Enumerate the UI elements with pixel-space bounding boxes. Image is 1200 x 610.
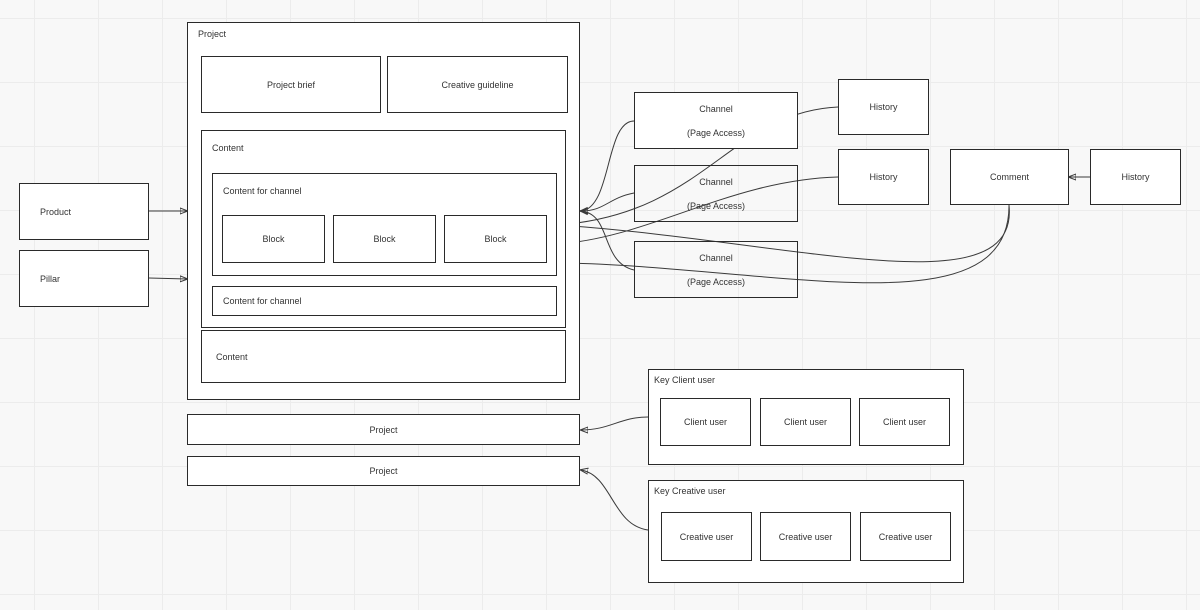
edge-pillar-to-project xyxy=(148,278,187,279)
project-brief[interactable]: Project brief xyxy=(201,56,381,113)
channel-2[interactable]: Channel (Page Access) xyxy=(634,165,798,222)
creative-user-2-label: Creative user xyxy=(778,531,833,542)
project-brief-label: Project brief xyxy=(266,79,316,90)
edge-channel3-to-content xyxy=(581,211,635,271)
block-2[interactable]: Block xyxy=(333,215,436,263)
history-2[interactable]: History xyxy=(838,149,929,205)
history-1-label: History xyxy=(869,102,898,112)
key-creative-user-title: Key Creative user xyxy=(654,486,726,496)
block-3-label: Block xyxy=(484,234,507,244)
edge-keycreative-to-project xyxy=(581,470,649,531)
channel-1[interactable]: Channel (Page Access) xyxy=(634,92,798,149)
client-user-1-label: Client user xyxy=(683,417,728,427)
project-row-2-label: Project xyxy=(369,466,398,476)
channel-3-text: Channel (Page Access) xyxy=(687,240,745,300)
product-label: Product xyxy=(40,206,72,217)
project-row-1-label: Project xyxy=(369,424,398,435)
block-3[interactable]: Block xyxy=(444,215,547,263)
channel-3-line2: (Page Access) xyxy=(686,276,746,287)
project-row-2[interactable]: Project xyxy=(187,456,580,486)
client-user-2-label: Client user xyxy=(783,417,828,427)
content-for-channel-1-label: Content for channel xyxy=(223,186,302,196)
client-user-3[interactable]: Client user xyxy=(859,398,950,446)
history-3[interactable]: History xyxy=(1090,149,1181,205)
creative-user-3-label: Creative user xyxy=(878,531,933,542)
key-client-user-title: Key Client user xyxy=(654,375,716,385)
channel-2-text: Channel (Page Access) xyxy=(687,164,745,224)
channel-2-line2: (Page Access) xyxy=(686,200,746,211)
project-title: Project xyxy=(198,29,227,39)
creative-guideline[interactable]: Creative guideline xyxy=(387,56,568,113)
history-1[interactable]: History xyxy=(838,79,929,135)
creative-user-1-label: Creative user xyxy=(679,531,734,542)
content-2-label: Content xyxy=(216,351,248,362)
channel-3-line1: Channel xyxy=(699,252,733,263)
history-2-label: History xyxy=(869,172,898,182)
edge-channel2-to-content xyxy=(581,192,635,211)
channel-1-text: Channel (Page Access) xyxy=(687,91,745,151)
creative-user-3[interactable]: Creative user xyxy=(860,512,951,561)
creative-guideline-label: Creative guideline xyxy=(441,79,514,90)
history-3-label: History xyxy=(1121,172,1150,182)
channel-3[interactable]: Channel (Page Access) xyxy=(634,241,798,298)
content-title: Content xyxy=(212,143,244,153)
client-user-2[interactable]: Client user xyxy=(760,398,851,446)
block-1[interactable]: Block xyxy=(222,215,325,263)
block-1-label: Block xyxy=(262,234,285,244)
edge-channel1-to-content xyxy=(581,120,635,211)
channel-1-line2: (Page Access) xyxy=(686,127,746,138)
content-for-channel-2-label: Content for channel xyxy=(223,296,302,306)
project-row-1[interactable]: Project xyxy=(187,414,580,445)
client-user-1[interactable]: Client user xyxy=(660,398,751,446)
channel-1-line1: Channel xyxy=(699,103,733,114)
client-user-3-label: Client user xyxy=(882,417,927,427)
block-2-label: Block xyxy=(373,234,396,244)
content-for-channel-2[interactable]: Content for channel xyxy=(212,286,557,316)
creative-user-2[interactable]: Creative user xyxy=(760,512,851,561)
creative-user-1[interactable]: Creative user xyxy=(661,512,752,561)
product-box[interactable]: Product xyxy=(19,183,149,240)
edge-keyclient-to-project xyxy=(581,416,649,430)
content-2[interactable]: Content xyxy=(201,330,566,383)
pillar-label: Pillar xyxy=(40,273,61,284)
channel-2-line1: Channel xyxy=(699,176,733,187)
pillar-box[interactable]: Pillar xyxy=(19,250,149,307)
comment-box[interactable]: Comment xyxy=(950,149,1069,205)
comment-label: Comment xyxy=(989,172,1029,182)
